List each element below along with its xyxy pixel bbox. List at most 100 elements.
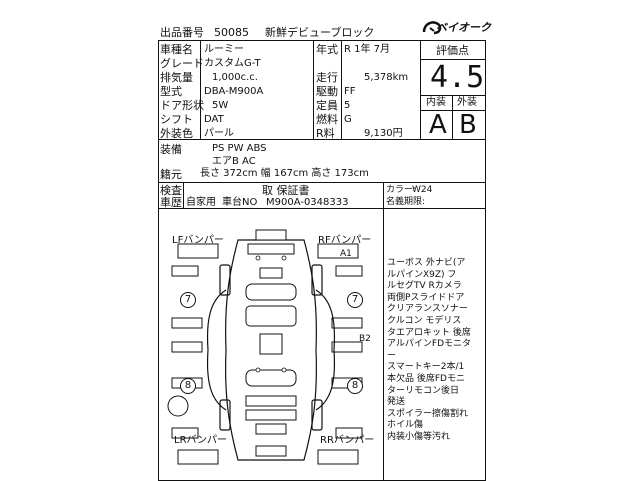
note-line: タエアロキット 後席 [387,327,471,338]
vehicle-row-label: 車種名 [160,43,193,56]
brand-logo-icon [422,21,442,35]
rf-bumper-box [317,243,359,259]
note-line: ホイル傷 [387,420,424,431]
vehicle-row-value: カスタムG-T [204,58,261,69]
vehicle-row-value: DAT [204,114,224,125]
grade-title: 評価点 [436,44,469,57]
vehicle-right-label: R料 [316,127,335,140]
note-line: ルセグTV Rカメラ [387,281,462,292]
right-fender-box [335,265,363,277]
rr-bumper-label: RRバンパー [320,435,375,446]
rule [485,40,486,480]
lr-bumper-label: LRバンパー [174,435,228,446]
rear-bumper-center [255,445,287,457]
note-line: スポイラー擦傷割れ [387,408,469,419]
history-label: 名義期限: [386,197,426,207]
hood-front-box [247,243,295,255]
vehicle-right-value: 5,378km [364,72,409,83]
equipment-line-2: エアB AC [212,156,256,167]
vehicle-right-label: 走行 [316,71,338,84]
tagline: 新鮮デビューブロック [265,26,375,39]
rule [158,182,486,183]
vehicle-right-value: 9,130円 [364,128,403,139]
equipment-line-1: PS PW ABS [212,143,267,154]
vehicle-right-value: G [344,114,352,125]
right-rear-door-box [331,341,363,353]
exterior-label: 外装 [457,97,477,108]
tire-depth-lr: 8 [180,378,196,394]
front-bumper-center [255,229,287,241]
note-line: アルパインFDモニタ [387,339,472,350]
rear-glass-box [245,369,297,387]
note-line: ルパインX9Z) フ [387,269,457,280]
rule [341,40,342,140]
exterior-grade: B [459,110,477,140]
rf-bumper-label: RFバンパー [318,235,372,246]
roof-center-box [259,333,283,355]
certificate-label: 取 保証書 [262,184,310,197]
vehicle-row-label: 型式 [160,85,182,98]
trunk-box [245,395,297,407]
vehicle-row-value: パール [204,128,234,139]
vehicle-row-value: DBA-M900A [204,86,264,97]
vehicle-row-value: 5W [212,100,229,111]
vehicle-right-value: FF [344,86,356,97]
vehicle-right-value: R 1年 7月 [344,44,391,55]
rule [158,208,486,209]
left-fender-box [171,265,199,277]
frame-number: M900A-0348333 [266,197,349,208]
brand-logo [420,16,482,38]
dimensions-text: 長さ 372cm 幅 167cm 高さ 173cm [200,168,369,179]
rule [452,95,453,140]
rule [200,40,201,140]
vehicle-right-label: 燃料 [316,113,338,126]
interior-label: 内装 [426,97,446,108]
vehicle-right-label: 駆動 [316,85,338,98]
owner-value: 自家用 [186,197,216,208]
note-line: スマートキー2本/1 [387,362,465,373]
vehicle-row-label: 排気量 [160,71,193,84]
rear-center-box [255,423,287,435]
note-line: ユーボス 外ナビ(ア [387,258,466,268]
vehicle-row-label: シフト [160,113,193,126]
vehicle-row-label: 外装色 [160,127,193,140]
note-line: ー [387,350,397,361]
rear-panel-box [245,409,297,421]
left-front-door-box [171,317,203,329]
rule [383,182,384,480]
damage-mark-b2: B2 [359,334,371,344]
left-rear-wheel-circle [167,395,189,417]
vehicle-right-value: 5 [344,100,351,111]
right-front-door-box [331,317,363,329]
rule [420,59,485,60]
tire-depth-rf: 7 [347,292,363,308]
note-line: 本欠品 後席FDモニ [387,374,465,384]
note-line: 内装小傷等汚れ [387,432,451,442]
color-code-label: カラー: [386,185,417,195]
rule [183,182,184,208]
vehicle-row-label: ドア形状 [160,99,204,112]
right-rear-fender-box [335,427,363,439]
vehicle-right-label: 定員 [316,99,338,112]
note-line: 両側Pスライドドア [387,292,465,303]
windshield-box [245,283,297,301]
vehicle-row-value: 1,000c.c. [212,72,258,83]
tire-depth-rr: 8 [347,378,363,394]
car-damage-diagram [167,229,363,465]
vehicle-row-label: グレード [160,57,204,70]
note-line: クリアランスソナー [387,304,468,315]
lf-bumper-label: LFバンパー [172,235,224,246]
dimensions-label: 籍元 [160,168,182,181]
vehicle-right-label: 年式 [316,43,338,56]
brand-name: ベイオーク [436,21,491,34]
interior-grade: A [429,110,447,140]
note-line: ターリモコン後日 [387,385,460,396]
rule [158,40,159,480]
frame-label: 車台NO [222,197,258,208]
rule [158,40,486,41]
overall-grade: 4.5 [430,60,485,95]
lf-bumper-box [177,243,219,259]
note-line: 発送 [387,397,406,408]
left-rear-door-box [171,341,203,353]
left-rear-fender-box [171,427,199,439]
